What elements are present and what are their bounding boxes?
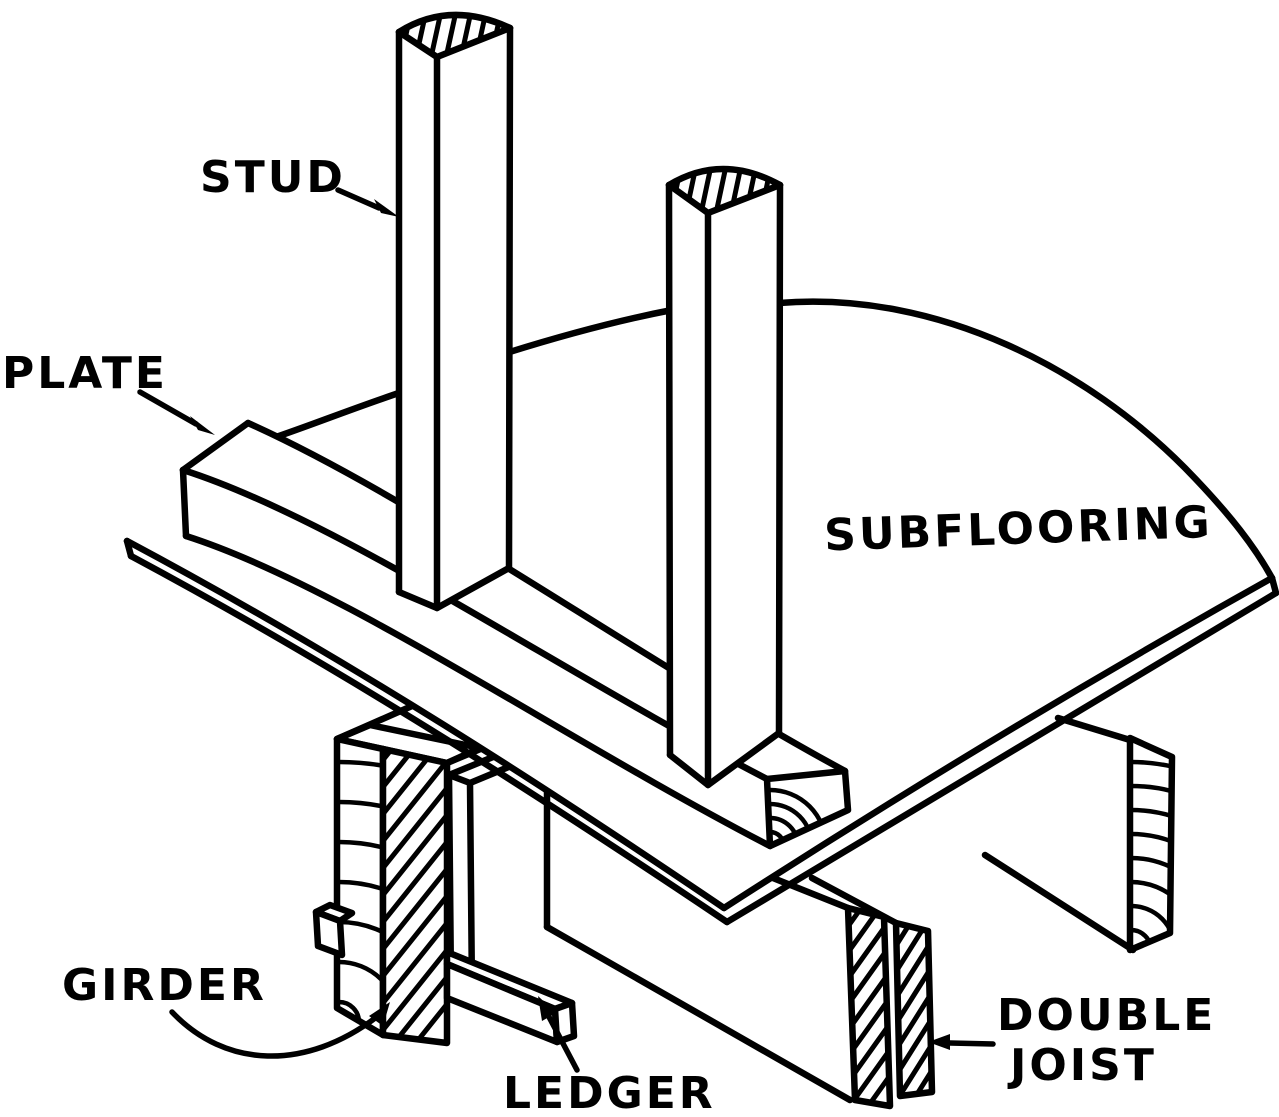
arrow-stud-shaft (335, 187, 382, 211)
plate-left-end-edge (179, 419, 252, 474)
stud-right (665, 165, 784, 789)
subflooring-broken-edge-1 (496, 306, 676, 359)
arrow-girder-shaft (169, 1009, 381, 1059)
callouts: STUD PLATE SUBFLOORING GIRDER LEDGER DOU… (2, 152, 1216, 1117)
joist-right-end-grain (1130, 759, 1172, 950)
label-stud: STUD (200, 152, 346, 203)
subflooring-front-edge (123, 537, 728, 912)
joist-right-top-edge (1054, 714, 1134, 744)
subflooring-left-tip (123, 537, 135, 560)
girder (333, 702, 539, 1047)
joist-right (981, 714, 1176, 954)
joist-right-end-face (1126, 734, 1176, 954)
label-double-joist-1: DOUBLE (997, 990, 1216, 1041)
stud-left-bottom-edges (395, 564, 513, 612)
subflooring-right-thickness (723, 589, 1279, 926)
label-ledger: LEDGER (503, 1068, 716, 1117)
arrow-girder-head (369, 1002, 390, 1026)
joist-middle-bottom-edge (543, 923, 854, 1104)
ledger-left-end-front (312, 908, 346, 959)
label-girder: GIRDER (62, 960, 267, 1011)
arrow-ledger-head (538, 996, 556, 1021)
stud-left-right-edge (505, 24, 514, 572)
stud-right-right-edge (775, 181, 784, 737)
plate-left-corner-edge (179, 466, 190, 540)
stud-right-left-edge (665, 181, 674, 759)
stud-left (395, 11, 514, 612)
label-double-joist-2: JOIST (1007, 1040, 1157, 1091)
joist-right-bottom-edge (981, 851, 1137, 954)
girder-member2-hatch (383, 749, 447, 1043)
subflooring-broken-edge-2 (775, 298, 1276, 582)
girder-member2-end-face (379, 745, 451, 1047)
stud-right-bottom-edges (666, 729, 783, 789)
arrow-double-joist-shaft (947, 1040, 996, 1047)
plate-end-face (763, 767, 852, 850)
arrow-ledger-shaft (545, 1012, 580, 1073)
double-joist (754, 868, 936, 1110)
arrow-plate-head (190, 416, 215, 435)
subflooring-front-thickness (127, 552, 731, 926)
arrow-double-joist-head (928, 1034, 950, 1050)
arrow-stud-head (374, 199, 399, 217)
plate-end-grain (767, 787, 829, 846)
subflooring-right-edge (720, 574, 1276, 912)
plate-front-bottom-edge (182, 532, 774, 850)
arrow-plate-shaft (137, 389, 199, 427)
